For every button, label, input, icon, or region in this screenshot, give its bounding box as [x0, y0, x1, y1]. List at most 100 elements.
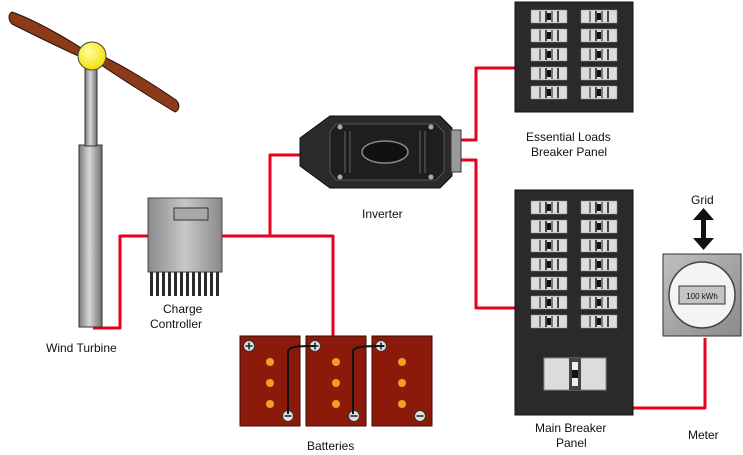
battery-cell-dot	[266, 379, 274, 387]
breaker-line	[595, 259, 597, 270]
breaker-line	[545, 49, 547, 60]
battery-jumper-2	[352, 345, 385, 414]
breaker-line	[539, 11, 541, 22]
breaker-toggle	[597, 204, 601, 211]
breaker-toggle	[547, 318, 551, 325]
inverter-label: Inverter	[362, 207, 403, 221]
breaker-line	[589, 202, 591, 213]
wire-inverter-to-main-panel	[460, 158, 515, 310]
breaker-toggle	[547, 280, 551, 287]
battery-cell-dot	[332, 400, 340, 408]
breaker-line	[539, 30, 541, 41]
inverter	[299, 115, 462, 189]
charge-controller-label-line1: Charge	[163, 302, 203, 316]
heat-sink-fin	[180, 272, 183, 296]
breaker-pair	[580, 85, 618, 100]
breaker-line	[545, 278, 547, 289]
breaker-toggle	[597, 280, 601, 287]
breaker-line	[545, 221, 547, 232]
meter-label: Meter	[688, 428, 719, 442]
essential-loads-breaker-panel	[514, 1, 634, 113]
breaker-pair	[530, 295, 568, 310]
breaker-line	[545, 297, 547, 308]
breaker-line	[589, 11, 591, 22]
breaker-line	[595, 316, 597, 327]
breaker-pair	[530, 314, 568, 329]
wire-turbine-to-controller	[93, 234, 148, 330]
breaker-line	[589, 240, 591, 251]
breaker-line	[595, 87, 597, 98]
charge-controller-label-line2: Controller	[150, 317, 203, 331]
breaker-toggle	[547, 204, 551, 211]
breaker-pair	[580, 66, 618, 81]
breaker-line	[551, 316, 553, 327]
breaker-line	[545, 11, 547, 22]
breaker-line	[601, 11, 603, 22]
breaker-line	[551, 259, 553, 270]
breaker-toggle	[597, 261, 601, 268]
breaker-pair	[530, 238, 568, 253]
main-breaker	[543, 357, 607, 391]
breaker-line	[557, 221, 559, 232]
battery-cell-dot	[332, 379, 340, 387]
breaker-toggle	[597, 299, 601, 306]
breaker-pair	[530, 66, 568, 81]
battery-jumpers	[287, 345, 385, 414]
main-breaker-label-line2: Panel	[556, 436, 587, 450]
breaker-line	[539, 221, 541, 232]
breaker-line	[595, 240, 597, 251]
breaker-toggle	[547, 70, 551, 77]
essential-loads-label-line2: Breaker Panel	[531, 145, 608, 159]
breaker-line	[607, 297, 609, 308]
breaker-line	[601, 68, 603, 79]
heat-sink-fin	[198, 272, 201, 296]
turbine-blade-upper	[8, 11, 91, 61]
breaker-line	[601, 49, 603, 60]
breaker-line	[557, 259, 559, 270]
heat-sink-fin	[150, 272, 153, 296]
breaker-line	[595, 278, 597, 289]
breaker-line	[595, 68, 597, 79]
breaker-line	[607, 259, 609, 270]
breaker-line	[557, 297, 559, 308]
breaker-pair	[530, 9, 568, 24]
main-breaker-panel	[514, 189, 634, 416]
breaker-line	[595, 30, 597, 41]
breaker-line	[557, 87, 559, 98]
breaker-line	[545, 87, 547, 98]
breaker-line	[539, 259, 541, 270]
breaker-toggle	[597, 32, 601, 39]
breaker-line	[607, 30, 609, 41]
battery-bank	[239, 335, 433, 427]
breaker-line	[589, 278, 591, 289]
turbine-mast	[84, 61, 98, 147]
utility-meter: 100 kWh	[662, 253, 742, 337]
breaker-pair	[530, 85, 568, 100]
breaker-line	[557, 49, 559, 60]
breaker-pair	[530, 28, 568, 43]
breaker-toggle	[547, 242, 551, 249]
battery-1	[239, 335, 301, 427]
breaker-line	[601, 240, 603, 251]
breaker-line	[589, 221, 591, 232]
breaker-line	[551, 49, 553, 60]
breaker-line	[557, 202, 559, 213]
breaker-line	[557, 278, 559, 289]
breaker-line	[539, 278, 541, 289]
breaker-toggle	[597, 13, 601, 20]
breaker-toggle	[547, 299, 551, 306]
breaker-line	[551, 30, 553, 41]
heat-sink-fin	[204, 272, 207, 296]
breaker-line	[545, 30, 547, 41]
breaker-line	[607, 49, 609, 60]
breaker-toggle	[547, 261, 551, 268]
main-breaker-toggle	[572, 370, 578, 378]
breaker-line	[589, 259, 591, 270]
breaker-line	[607, 202, 609, 213]
battery-2	[305, 335, 367, 427]
breaker-line	[589, 316, 591, 327]
wind-turbine-label: Wind Turbine	[46, 341, 117, 355]
breaker-line	[539, 297, 541, 308]
